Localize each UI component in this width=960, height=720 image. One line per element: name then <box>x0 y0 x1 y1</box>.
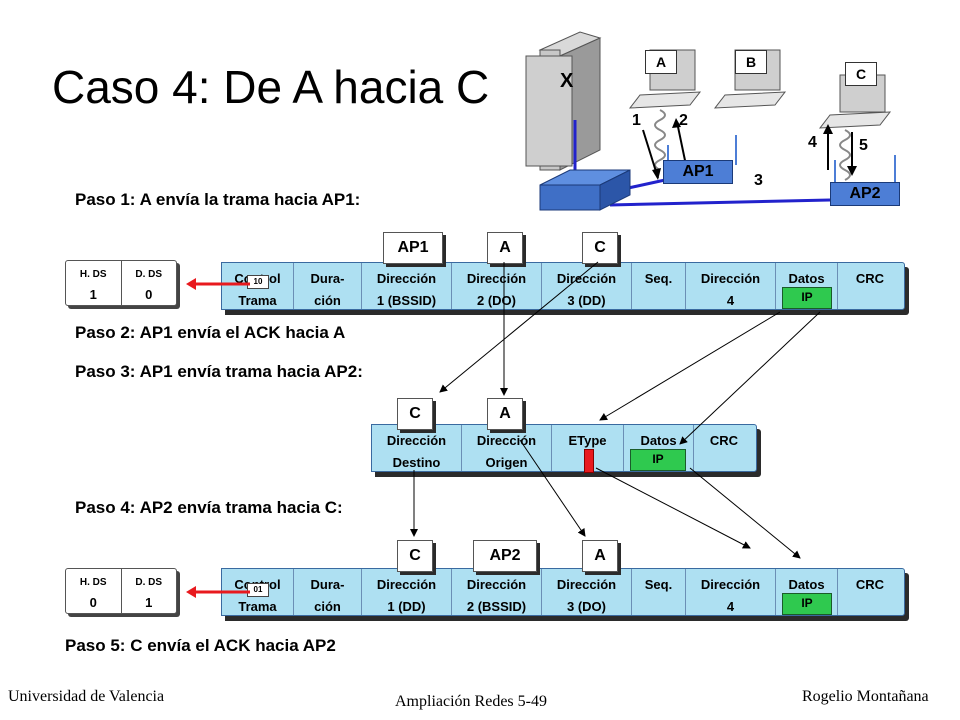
ap1-label: AP1 <box>663 160 733 184</box>
step-3: Paso 3: AP1 envía trama hacia AP2: <box>75 362 363 381</box>
ap2-label: AP2 <box>830 182 900 206</box>
field-crc: CRC <box>709 433 739 448</box>
ds-d-label: D. DS <box>135 269 163 280</box>
footer-right: Rogelio Montañana <box>802 688 929 705</box>
ds-h-value: 1 <box>89 287 97 302</box>
ds-d-label: D. DS <box>135 577 163 588</box>
tag-c: C <box>397 540 433 572</box>
footer-left: Universidad de Valencia <box>8 688 165 705</box>
field-duration: Dura-ción <box>294 569 362 615</box>
field-etype: EType <box>552 425 624 473</box>
tag-c: C <box>397 398 433 430</box>
tag-ap2: AP2 <box>473 540 537 572</box>
arrow-data-to-data-2 <box>689 467 801 559</box>
etype-marker <box>584 449 594 473</box>
arrow-2-label: 2 <box>679 112 688 129</box>
step-4: Paso 4: AP2 envía trama hacia C: <box>75 498 343 517</box>
step-1: Paso 1: A envía la trama hacia AP1: <box>75 190 361 209</box>
field-crc: CRC <box>855 577 885 592</box>
tag-a: A <box>487 232 523 264</box>
pc-b-label: B <box>735 50 767 74</box>
server-label: X <box>560 70 574 92</box>
ds-d-value: 0 <box>145 287 153 302</box>
arrow-1-label: 1 <box>632 112 641 129</box>
ip-payload: IP <box>630 449 686 471</box>
tag-c: C <box>582 232 618 264</box>
arrow-seq-to-etype <box>599 311 781 421</box>
arrow-5-label: 5 <box>859 137 868 154</box>
ds-bits-tag: 01 <box>247 583 269 597</box>
ds-h-label: H. DS <box>79 577 107 588</box>
ds-h-label: H. DS <box>79 269 107 280</box>
step-5: Paso 5: C envía el ACK hacia AP2 <box>65 636 336 655</box>
tag-a: A <box>582 540 618 572</box>
pc-c-label: C <box>845 62 877 86</box>
ds-bits-box-2: H. DS 0 D. DS 1 <box>65 568 177 614</box>
ip-payload: IP <box>782 593 832 615</box>
arrow-4-label: 4 <box>808 134 817 151</box>
tag-ap1: AP1 <box>383 232 443 264</box>
field-seq: Seq. <box>632 263 686 309</box>
ip-payload: IP <box>782 287 832 309</box>
arrow-etype-to-addr4 <box>595 467 751 549</box>
ds-d-value: 1 <box>145 595 153 610</box>
step-2: Paso 2: AP1 envía el ACK hacia A <box>75 323 346 342</box>
footer-center: Ampliación Redes 5-49 <box>395 693 547 710</box>
pc-a-label: A <box>645 50 677 74</box>
field-duration: Dura-ción <box>294 263 362 309</box>
field-seq: Seq. <box>632 569 686 615</box>
slide-title: Caso 4: De A hacia C <box>52 61 490 113</box>
field-crc: CRC <box>855 271 885 286</box>
link-3-label: 3 <box>754 172 763 189</box>
ds-bits-box-1: H. DS 1 D. DS 0 <box>65 260 177 306</box>
ds-h-value: 0 <box>89 595 97 610</box>
tag-a: A <box>487 398 523 430</box>
ds-bits-tag: 10 <box>247 275 269 289</box>
